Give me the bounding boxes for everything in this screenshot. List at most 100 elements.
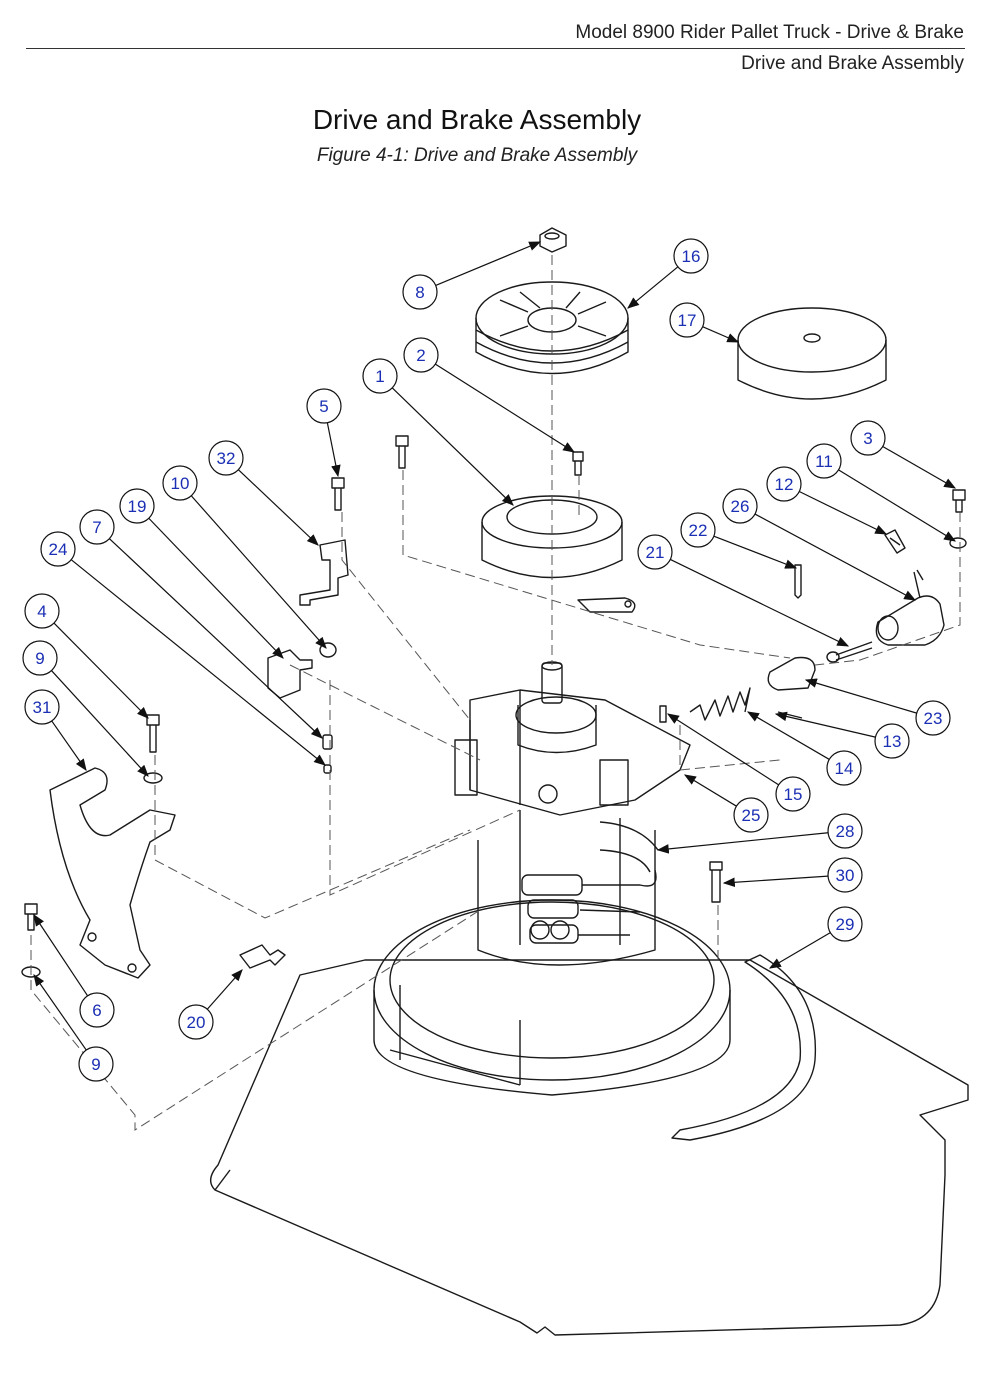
callout-leader bbox=[882, 445, 957, 489]
callout-label: 9 bbox=[91, 1055, 100, 1074]
callout-bubble bbox=[733, 797, 769, 833]
washer-10 bbox=[319, 642, 337, 658]
callout-bubble bbox=[306, 388, 342, 424]
callout-label: 31 bbox=[33, 698, 52, 717]
callout-leader bbox=[435, 363, 576, 453]
callout-bubble bbox=[673, 238, 709, 274]
callout-bubble bbox=[24, 593, 60, 629]
wheel-cover bbox=[737, 307, 887, 373]
bracket-32 bbox=[299, 539, 349, 606]
callout-leader bbox=[713, 535, 798, 569]
callout-leader bbox=[722, 875, 829, 888]
callout-bubble bbox=[78, 1046, 114, 1082]
callout-leader bbox=[206, 969, 243, 1010]
callout-bubble bbox=[40, 531, 76, 567]
motor-housing bbox=[477, 830, 656, 966]
brake-lever bbox=[577, 597, 636, 613]
callout-bubble bbox=[766, 466, 802, 502]
bolt-4 bbox=[146, 714, 160, 753]
callout-label: 11 bbox=[815, 452, 833, 471]
callout-leader bbox=[804, 678, 917, 714]
callout-label: 10 bbox=[171, 474, 190, 493]
callout-bubble bbox=[874, 723, 910, 759]
bolt-5b bbox=[331, 477, 345, 511]
bolt-3 bbox=[952, 489, 966, 513]
callout-leader bbox=[774, 711, 876, 738]
callout-label: 12 bbox=[775, 475, 794, 494]
callout-label: 29 bbox=[836, 915, 855, 934]
callout-bubble bbox=[915, 700, 951, 736]
callout-bubble bbox=[775, 776, 811, 812]
figure-caption: Figure 4-1: Drive and Brake Assembly bbox=[316, 145, 638, 166]
callout-label: 28 bbox=[836, 822, 855, 841]
callout-leader bbox=[670, 558, 850, 647]
callout-bubble bbox=[637, 534, 673, 570]
callout-leader bbox=[627, 266, 679, 309]
callout-bubble bbox=[806, 443, 842, 479]
callout-label: 2 bbox=[416, 346, 425, 365]
callout-leader bbox=[435, 241, 542, 287]
page-title: Drive and Brake Assembly bbox=[312, 104, 642, 135]
callout-bubble bbox=[680, 512, 716, 548]
part-drawings bbox=[21, 227, 969, 1336]
callout-leader bbox=[754, 513, 917, 601]
pin-22 bbox=[794, 564, 802, 599]
callout-label: 14 bbox=[835, 759, 854, 778]
callout-bubble bbox=[403, 337, 439, 373]
callout-label: 17 bbox=[678, 311, 697, 330]
callout-bubble bbox=[79, 509, 115, 545]
callout-bubble bbox=[162, 465, 198, 501]
callout-label: 8 bbox=[415, 283, 424, 302]
key-15 bbox=[659, 705, 667, 723]
header-section-title: Drive and Brake Assembly bbox=[741, 53, 964, 74]
callout-leader bbox=[326, 422, 341, 478]
callout-leader bbox=[33, 913, 89, 997]
fitting-12 bbox=[884, 529, 906, 554]
callout-bubble bbox=[22, 640, 58, 676]
callout-bubble bbox=[79, 992, 115, 1028]
callout-bubble bbox=[827, 857, 863, 893]
callout-leader bbox=[51, 720, 87, 771]
callout-bubble bbox=[402, 274, 438, 310]
callout-label: 9 bbox=[35, 649, 44, 668]
callout-leader bbox=[838, 469, 957, 542]
callout-bubble bbox=[362, 358, 398, 394]
callout-bubble bbox=[119, 488, 155, 524]
callout-bubble bbox=[722, 488, 758, 524]
callout-label: 3 bbox=[863, 429, 872, 448]
bolt-5a bbox=[395, 435, 409, 469]
callout-leader bbox=[702, 326, 740, 343]
callout-leader bbox=[33, 974, 87, 1051]
cylinder-26 bbox=[875, 595, 945, 646]
callout-leader bbox=[656, 832, 829, 854]
pin-24 bbox=[323, 764, 332, 774]
callout-bubble bbox=[178, 1004, 214, 1040]
callout-label: 1 bbox=[375, 367, 384, 386]
mounting-frame bbox=[469, 689, 691, 816]
washer-11 bbox=[949, 537, 967, 549]
callout-leader bbox=[53, 622, 149, 719]
callout-label: 26 bbox=[731, 497, 750, 516]
callout-bubble bbox=[669, 302, 705, 338]
callout-label: 20 bbox=[187, 1013, 206, 1032]
arc-bracket bbox=[671, 954, 817, 1141]
callout-bubble bbox=[208, 440, 244, 476]
callout-leader bbox=[768, 932, 831, 969]
callout-leader bbox=[666, 713, 780, 786]
callout-label: 19 bbox=[128, 497, 147, 516]
top-nut bbox=[539, 227, 567, 253]
bracket-31 bbox=[49, 767, 176, 979]
sensor-block bbox=[267, 649, 313, 699]
callout-label: 5 bbox=[319, 397, 328, 416]
exploded-view-svg: 1681721533211101219267222421492331131415… bbox=[21, 227, 969, 1336]
bolt-30 bbox=[709, 861, 723, 903]
connector-20 bbox=[239, 944, 286, 969]
callout-leader bbox=[51, 670, 149, 777]
callout-bubble bbox=[24, 689, 60, 725]
callout-label: 7 bbox=[92, 518, 101, 537]
bolt-2 bbox=[572, 451, 584, 476]
callout-leader bbox=[237, 469, 319, 546]
callout-label: 4 bbox=[37, 602, 46, 621]
